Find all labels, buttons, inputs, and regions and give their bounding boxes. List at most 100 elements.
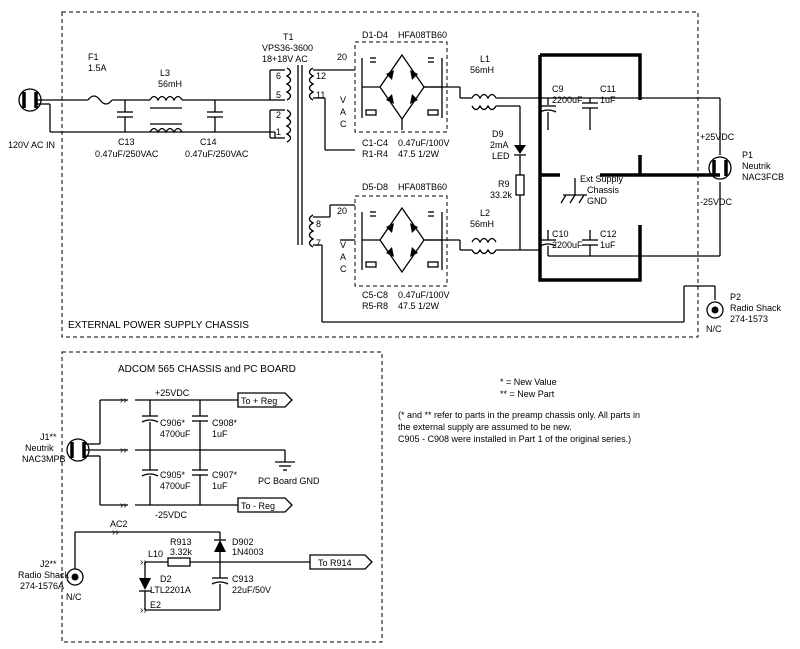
inductor-l3 — [149, 95, 183, 134]
bridge2-box — [354, 195, 448, 287]
bridge1-cv: 0.47uF/100V — [398, 138, 450, 148]
bridge2-r: R5-R8 — [362, 301, 388, 311]
vac2-a: A — [340, 252, 346, 262]
pin-8: 8 — [316, 219, 321, 229]
d2-value: LTL2201A — [150, 585, 191, 595]
c908-ref: C908* — [212, 418, 238, 428]
connector-p2 — [706, 301, 724, 319]
pin-11: 11 — [316, 90, 325, 100]
f1-ref: F1 — [88, 52, 99, 62]
l1-value: 56mH — [470, 65, 494, 75]
ground-bus — [538, 53, 720, 282]
l2-ref: L2 — [480, 208, 490, 218]
ext-gnd-l3: GND — [587, 196, 608, 206]
ac-in-label: 120V AC IN — [8, 140, 55, 150]
p2-ref: P2 — [730, 292, 741, 302]
adcom-chassis-box — [61, 351, 383, 643]
pin-1: 1 — [276, 127, 281, 137]
d2-ref: D2 — [160, 574, 172, 584]
inductor-l1 — [471, 93, 497, 111]
diode-d902 — [214, 540, 226, 552]
bridge1-part: HFA08TB60 — [398, 30, 447, 40]
p1-minus: -25VDC — [700, 197, 733, 207]
bottom-minus: -25VDC — [155, 510, 188, 520]
r913-ref: R913 — [170, 537, 192, 547]
bridge2-c: C5-C8 — [362, 290, 388, 300]
j1-l1: Neutrik — [25, 443, 54, 453]
to-minus-reg: To - Reg — [241, 501, 275, 511]
bridge-d5-d8 — [361, 206, 443, 274]
transformer-t1 — [285, 65, 315, 248]
pin-5: 5 — [276, 90, 281, 100]
d902-ref: D902 — [232, 537, 254, 547]
to-r914-tag — [309, 554, 373, 570]
c907-ref: C907* — [212, 470, 238, 480]
r9-value: 33.2k — [490, 190, 513, 200]
bottom-plus: +25VDC — [155, 388, 190, 398]
c11-value: 1uF — [600, 95, 616, 105]
bridge1-rv: 47.5 1/2W — [398, 149, 440, 159]
pc-gnd-label: PC Board GND — [258, 476, 320, 486]
c906-ref: C906* — [160, 418, 186, 428]
d9-value: 2mA — [490, 140, 509, 150]
c9-value: 2200uF — [552, 95, 583, 105]
to-minus-reg-tag — [237, 497, 293, 513]
fuse-f1 — [87, 95, 113, 105]
vac1-v: V — [340, 95, 346, 105]
led-d9 — [514, 145, 526, 154]
inductor-l2 — [471, 237, 497, 255]
p2-l2: 274-1573 — [730, 314, 768, 324]
j2-ref: J2** — [40, 559, 57, 569]
p1-plus: +25VDC — [700, 132, 735, 142]
e2-label: E2 — [150, 600, 161, 610]
svg-text:››: ›› — [120, 500, 127, 511]
r9-ref: R9 — [498, 179, 510, 189]
to-r914: To R914 — [318, 558, 352, 568]
p1-l1: Neutrik — [742, 161, 771, 171]
c905-ref: C905* — [160, 470, 186, 480]
t1-ref: T1 — [283, 32, 294, 42]
c12-ref: C12 — [600, 229, 617, 239]
svg-text:››: ›› — [112, 527, 119, 538]
c13-ref: C13 — [118, 137, 135, 147]
to-plus-reg-tag — [237, 392, 293, 408]
l10-label: L10 — [148, 549, 163, 559]
connector-p1 — [708, 156, 732, 180]
vac1-c: C — [340, 119, 347, 129]
l2-value: 56mH — [470, 219, 494, 229]
d902-value: 1N4003 — [232, 547, 264, 557]
c11-ref: C11 — [600, 84, 616, 94]
bridge2-part: HFA08TB60 — [398, 182, 447, 192]
bridge1-ref: D1-D4 — [362, 30, 388, 40]
external-chassis-label: EXTERNAL POWER SUPPLY CHASSIS — [68, 320, 249, 331]
note-new-value: * = New Value — [500, 377, 557, 387]
connector-j2 — [66, 568, 84, 586]
j1-ref: J1** — [40, 432, 57, 442]
chassis-ground-symbol — [560, 178, 587, 204]
note-new-part: ** = New Part — [500, 389, 555, 399]
resistor-r913 — [167, 557, 191, 567]
pin-6: 6 — [276, 71, 281, 81]
f1-value: 1.5A — [88, 63, 107, 73]
t1-part: VPS36-3600 — [262, 43, 313, 53]
t1-rating: 18+18V AC — [262, 54, 308, 64]
bridge1-r: R1-R4 — [362, 149, 388, 159]
j2-l1: Radio Shack — [18, 570, 70, 580]
c13-value: 0.47uF/250VAC — [95, 149, 159, 159]
ext-gnd-l1: Ext Supply — [580, 174, 624, 184]
c10-value: 2200uF — [552, 240, 583, 250]
resistor-r9 — [515, 174, 525, 196]
p1-l2: NAC3FCB — [742, 172, 784, 182]
vac2-v: V — [340, 240, 346, 250]
pin-7: 7 — [316, 238, 321, 248]
j2-l2: 274-1576A — [20, 581, 64, 591]
led-d2 — [139, 578, 151, 590]
bridge2-cv: 0.47uF/100V — [398, 290, 450, 300]
l1-ref: L1 — [480, 54, 490, 64]
c913-ref: C913 — [232, 574, 254, 584]
vac1-a: A — [340, 107, 346, 117]
to-plus-reg: To + Reg — [241, 396, 277, 406]
pin-12: 12 — [316, 71, 326, 81]
c913-value: 22uF/50V — [232, 585, 271, 595]
